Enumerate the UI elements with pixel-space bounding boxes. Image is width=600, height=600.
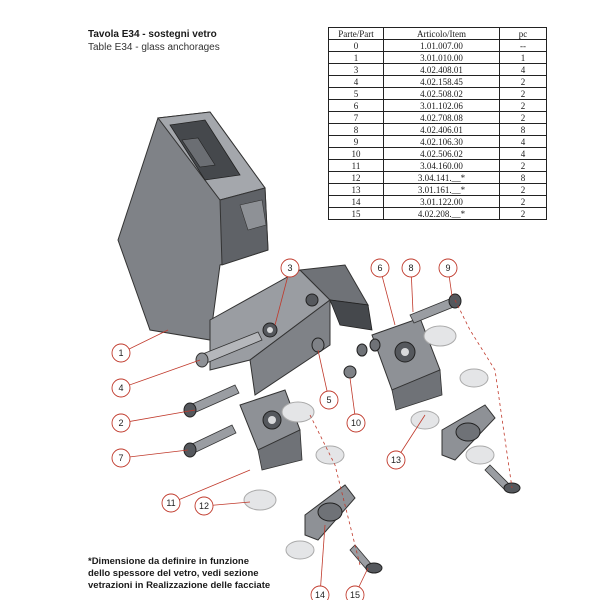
callout-label: 1 bbox=[118, 348, 123, 358]
callout-8: 8 bbox=[401, 258, 421, 313]
callout-circle bbox=[370, 258, 390, 278]
assembly-axes bbox=[309, 299, 513, 566]
callout-circle bbox=[346, 413, 366, 433]
callout-label: 15 bbox=[350, 590, 360, 600]
callout-circle bbox=[319, 390, 339, 410]
callout-label: 2 bbox=[118, 418, 123, 428]
callout-4: 4 bbox=[111, 359, 201, 398]
title-italian: Tavola E34 - sostegni vetro bbox=[88, 29, 217, 40]
callout-circle bbox=[111, 413, 131, 433]
callout-label: 8 bbox=[408, 263, 413, 273]
parts-table-header: Parte/Part Articolo/Item pc bbox=[328, 27, 547, 40]
callout-circle bbox=[194, 496, 214, 516]
washers bbox=[311, 337, 381, 379]
callout-circle bbox=[310, 585, 330, 600]
footnote-line-3: vetrazioni in Realizzazione delle faccia… bbox=[88, 580, 271, 591]
lower-fitting bbox=[239, 389, 303, 471]
callout-14: 14 bbox=[310, 524, 330, 600]
callout-7: 7 bbox=[111, 448, 189, 468]
callout-circle bbox=[111, 378, 131, 398]
title-block: Tavola E34 - sostegni vetro Table E34 - … bbox=[88, 28, 220, 54]
callout-label: 6 bbox=[377, 263, 382, 273]
callout-leader bbox=[319, 524, 326, 596]
callout-circle bbox=[111, 343, 131, 363]
callout-circle bbox=[386, 450, 406, 470]
callout-leader bbox=[170, 469, 251, 504]
callout-15: 15 bbox=[345, 567, 369, 600]
callout-9: 9 bbox=[438, 258, 458, 297]
callout-circle bbox=[161, 493, 181, 513]
callout-label: 5 bbox=[326, 395, 331, 405]
callout-label: 9 bbox=[445, 263, 450, 273]
bolts-left bbox=[183, 384, 240, 458]
callout-10: 10 bbox=[346, 377, 366, 433]
title-english: Table E34 - glass anchorages bbox=[88, 42, 220, 53]
disc-clamps bbox=[304, 404, 496, 541]
footnote-line-2: dello spessore del vetro, vedi sezione bbox=[88, 568, 259, 579]
footnote: *Dimensione da definire in funzione dell… bbox=[88, 556, 318, 592]
callout-leader bbox=[274, 267, 291, 326]
callout-11: 11 bbox=[161, 469, 251, 513]
callout-leader bbox=[120, 359, 201, 389]
callout-5: 5 bbox=[317, 349, 339, 410]
callout-label: 13 bbox=[391, 455, 401, 465]
callout-leader bbox=[120, 449, 189, 459]
callout-12: 12 bbox=[194, 496, 251, 516]
bolt-upper-right bbox=[409, 293, 462, 324]
callout-label: 4 bbox=[118, 383, 123, 393]
callout-label: 10 bbox=[351, 418, 361, 428]
callout-label: 14 bbox=[315, 590, 325, 600]
callout-1: 1 bbox=[111, 329, 169, 363]
callout-leader bbox=[379, 267, 396, 326]
callout-label: 7 bbox=[118, 453, 123, 463]
callout-circle bbox=[438, 258, 458, 278]
callout-circle bbox=[401, 258, 421, 278]
glass-pads bbox=[243, 325, 495, 560]
countersunk-screws bbox=[349, 464, 521, 574]
callout-circle bbox=[280, 258, 300, 278]
mullion-profile bbox=[117, 111, 269, 341]
rod-pin bbox=[195, 331, 263, 368]
callout-leader bbox=[120, 409, 196, 424]
footnote-line-1: *Dimensione da definire in funzione bbox=[88, 556, 249, 567]
callout-13: 13 bbox=[386, 414, 426, 470]
callout-3: 3 bbox=[274, 258, 300, 326]
cell-pc: 2 bbox=[499, 207, 547, 220]
callout-label: 12 bbox=[199, 501, 209, 511]
callout-circle bbox=[345, 585, 365, 600]
callout-2: 2 bbox=[111, 409, 196, 433]
callout-circle bbox=[111, 448, 131, 468]
cell-pc: 2 bbox=[499, 183, 547, 196]
callout-label: 11 bbox=[166, 498, 175, 508]
callout-6: 6 bbox=[370, 258, 396, 326]
callout-label: 3 bbox=[287, 263, 292, 273]
right-fitting bbox=[371, 317, 443, 411]
